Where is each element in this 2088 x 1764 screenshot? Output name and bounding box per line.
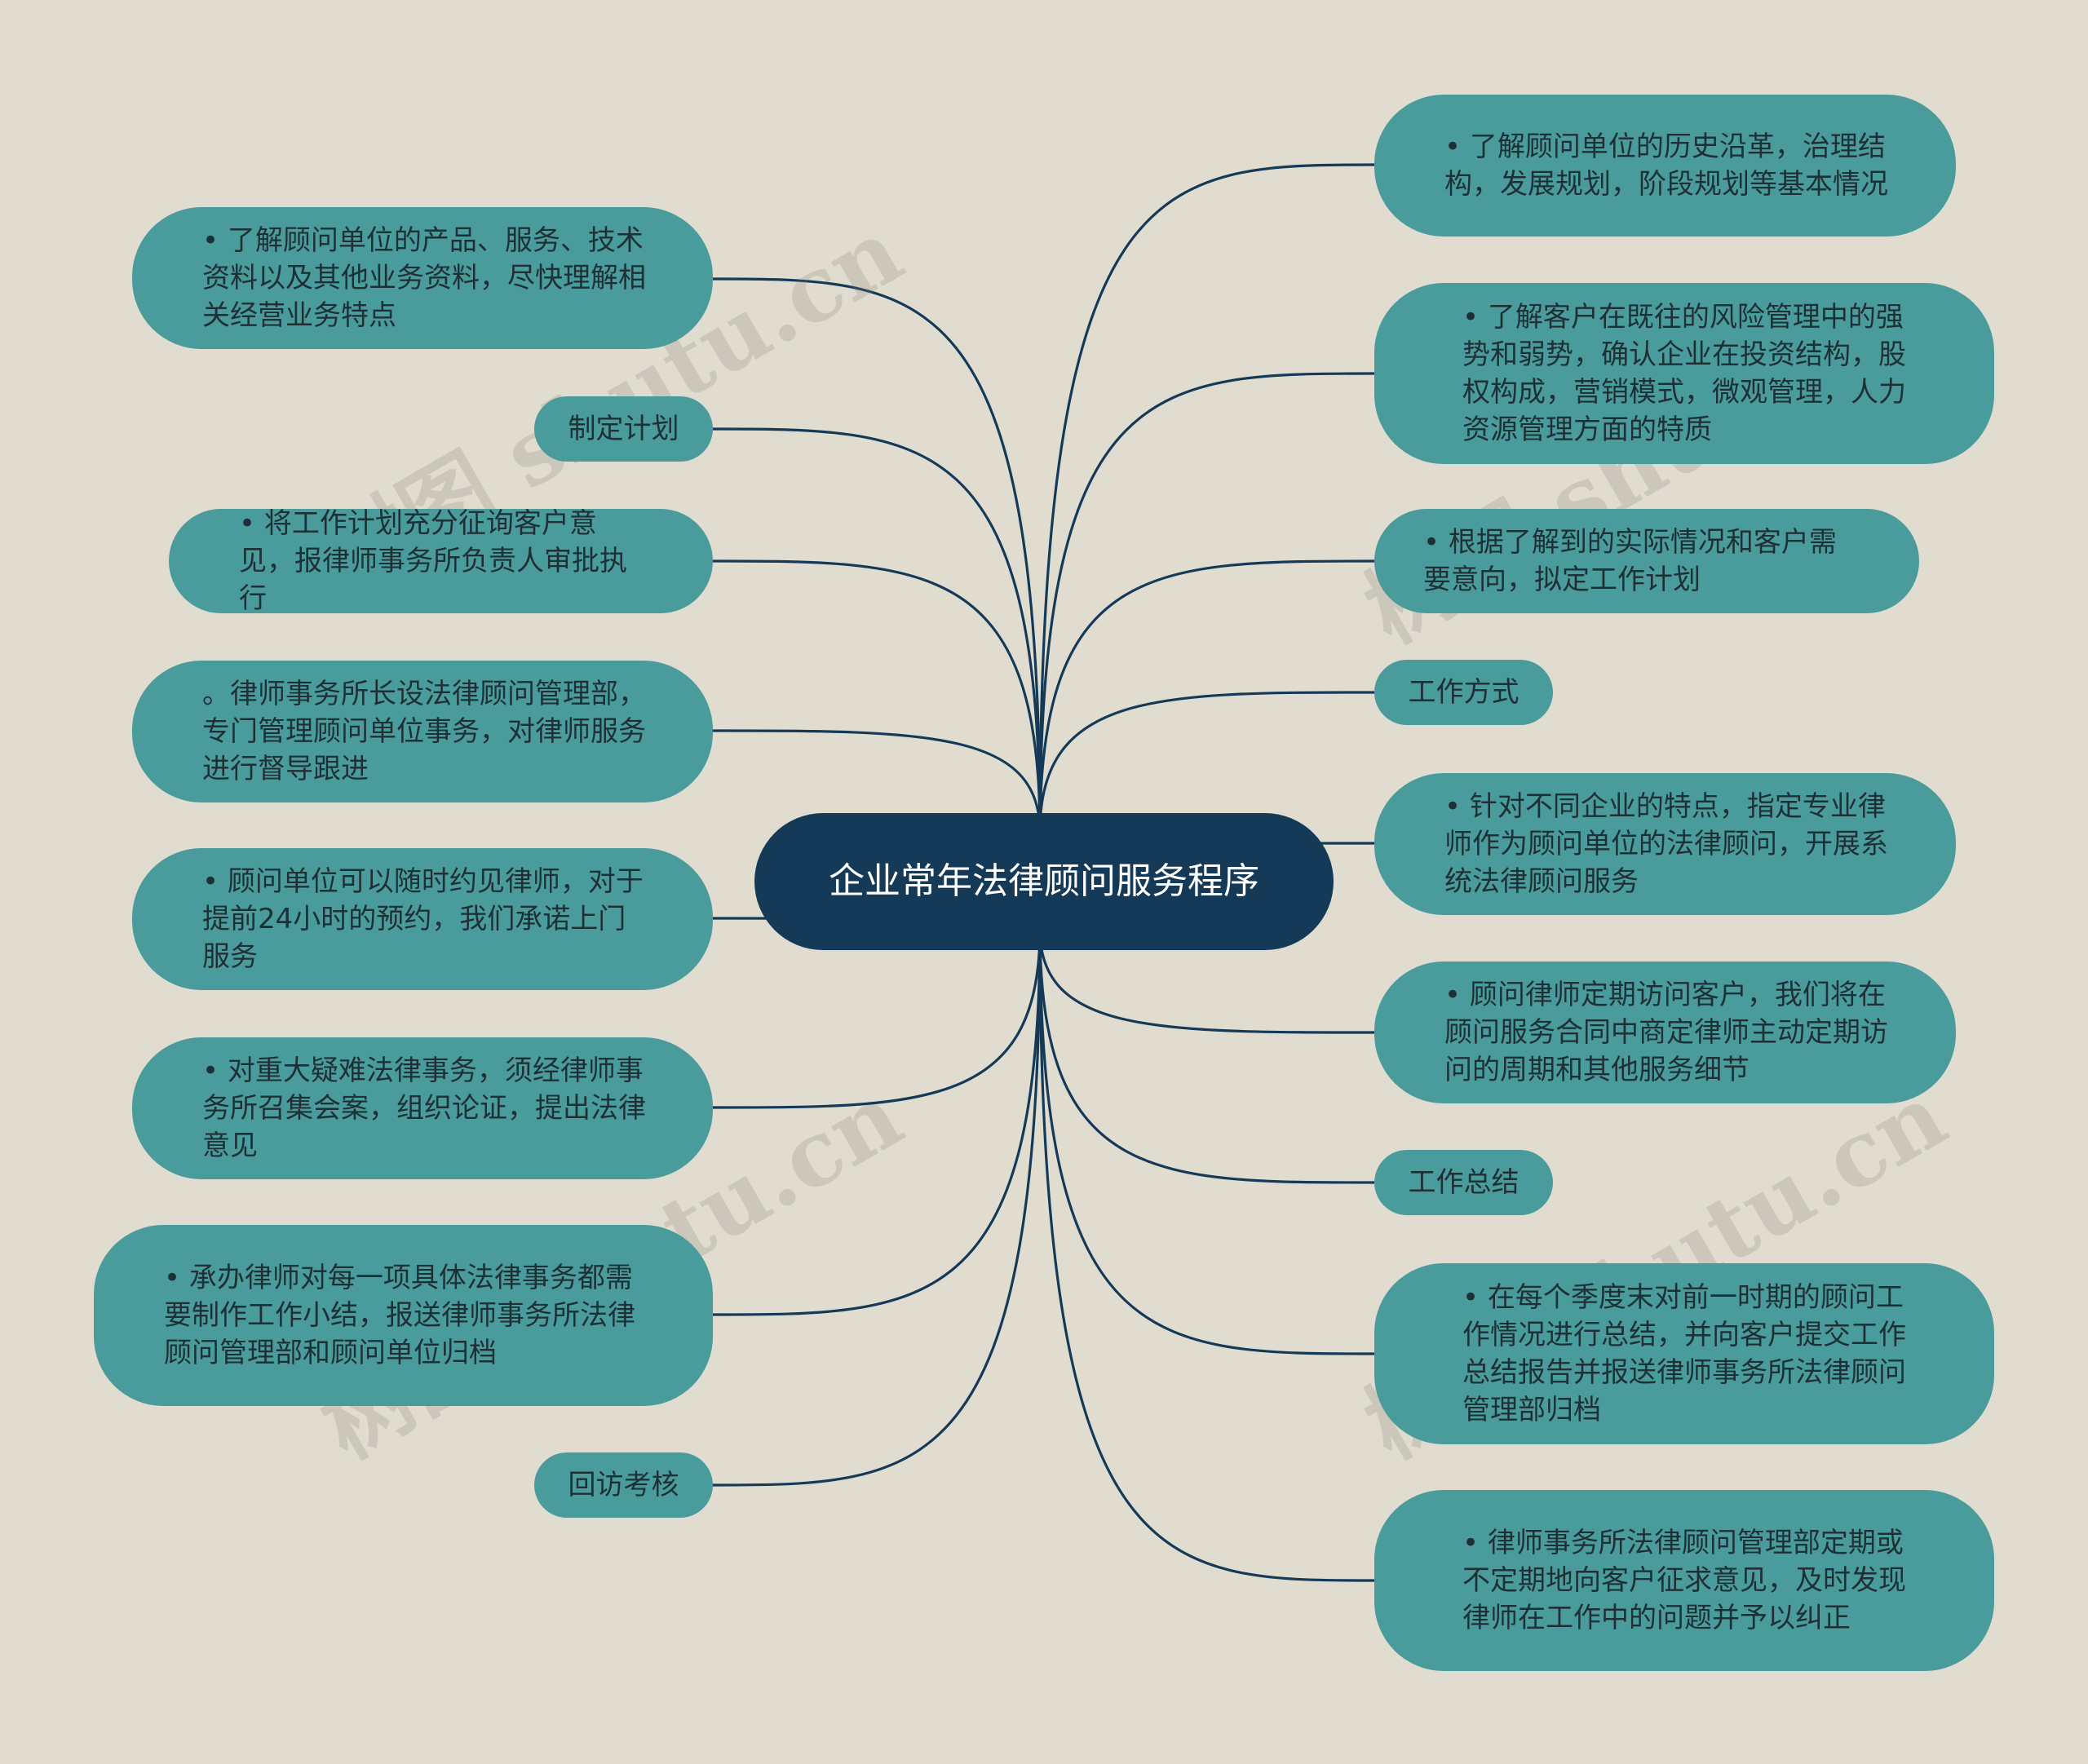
left-node-management-dept[interactable]: 。律师事务所长设法律顾问管理部，专门管理顾问单位事务，对律师服务进行督导跟进 xyxy=(132,661,713,802)
left-node-make-plan[interactable]: 制定计划 xyxy=(534,396,713,462)
connector-left-7 xyxy=(712,929,1042,1487)
central-topic[interactable]: 企业常年法律顾问服务程序 xyxy=(754,813,1334,950)
connector-right-6 xyxy=(1038,929,1375,1184)
connector-right-7 xyxy=(1038,929,1375,1355)
connector-right-0 xyxy=(1038,163,1375,833)
connector-left-6 xyxy=(712,929,1042,1316)
connector-right-2 xyxy=(1038,559,1375,833)
right-node-work-summary[interactable]: 工作总结 xyxy=(1374,1150,1553,1215)
connector-right-5 xyxy=(1038,929,1375,1034)
connector-left-3 xyxy=(712,729,1042,833)
left-node-appointment[interactable]: • 顾问单位可以随时约见律师，对于提前24小时的预约，我们承诺上门服务 xyxy=(132,848,713,990)
connector-left-2 xyxy=(712,559,1042,833)
connector-left-1 xyxy=(712,427,1042,833)
right-node-feedback[interactable]: • 律师事务所法律顾问管理部定期或不定期地向客户征求意见，及时发现律师在工作中的… xyxy=(1374,1490,1994,1671)
right-node-work-method[interactable]: 工作方式 xyxy=(1374,660,1553,725)
left-node-plan-approval[interactable]: • 将工作计划充分征询客户意见，报律师事务所负责人审批执行 xyxy=(169,507,713,615)
right-node-regular-visits[interactable]: • 顾问律师定期访问客户，我们将在顾问服务合同中商定律师主动定期访问的周期和其他… xyxy=(1374,962,1956,1103)
left-node-work-summary-filing[interactable]: • 承办律师对每一项具体法律事务都需要制作工作小结，报送律师事务所法律顾问管理部… xyxy=(94,1225,713,1406)
right-node-quarterly-summary[interactable]: • 在每个季度末对前一时期的顾问工作情况进行总结，并向客户提交工作总结报告并报送… xyxy=(1374,1263,1994,1444)
right-node-risk-analysis[interactable]: • 了解客户在既往的风险管理中的强势和弱势，确认企业在投资结构，股权构成，营销模… xyxy=(1374,283,1994,464)
left-node-product-research[interactable]: • 了解顾问单位的产品、服务、技术资料以及其他业务资料，尽快理解相关经营业务特点 xyxy=(132,207,713,349)
right-node-history-research[interactable]: • 了解顾问单位的历史沿革，治理结构，发展规划，阶段规划等基本情况 xyxy=(1374,95,1956,237)
connector-right-3 xyxy=(1038,691,1375,833)
connector-left-0 xyxy=(712,277,1042,833)
connector-left-5 xyxy=(712,929,1042,1109)
connector-right-8 xyxy=(1038,929,1375,1582)
right-node-draft-plan[interactable]: • 根据了解到的实际情况和客户需要意向，拟定工作计划 xyxy=(1374,509,1919,613)
connector-right-1 xyxy=(1038,372,1375,833)
left-node-follow-up-review[interactable]: 回访考核 xyxy=(534,1452,713,1518)
left-node-major-affairs[interactable]: • 对重大疑难法律事务，须经律师事务所召集会案，组织论证，提出法律意见 xyxy=(132,1037,713,1179)
right-node-assign-lawyer[interactable]: • 针对不同企业的特点，指定专业律师作为顾问单位的法律顾问，开展系统法律顾问服务 xyxy=(1374,773,1956,915)
